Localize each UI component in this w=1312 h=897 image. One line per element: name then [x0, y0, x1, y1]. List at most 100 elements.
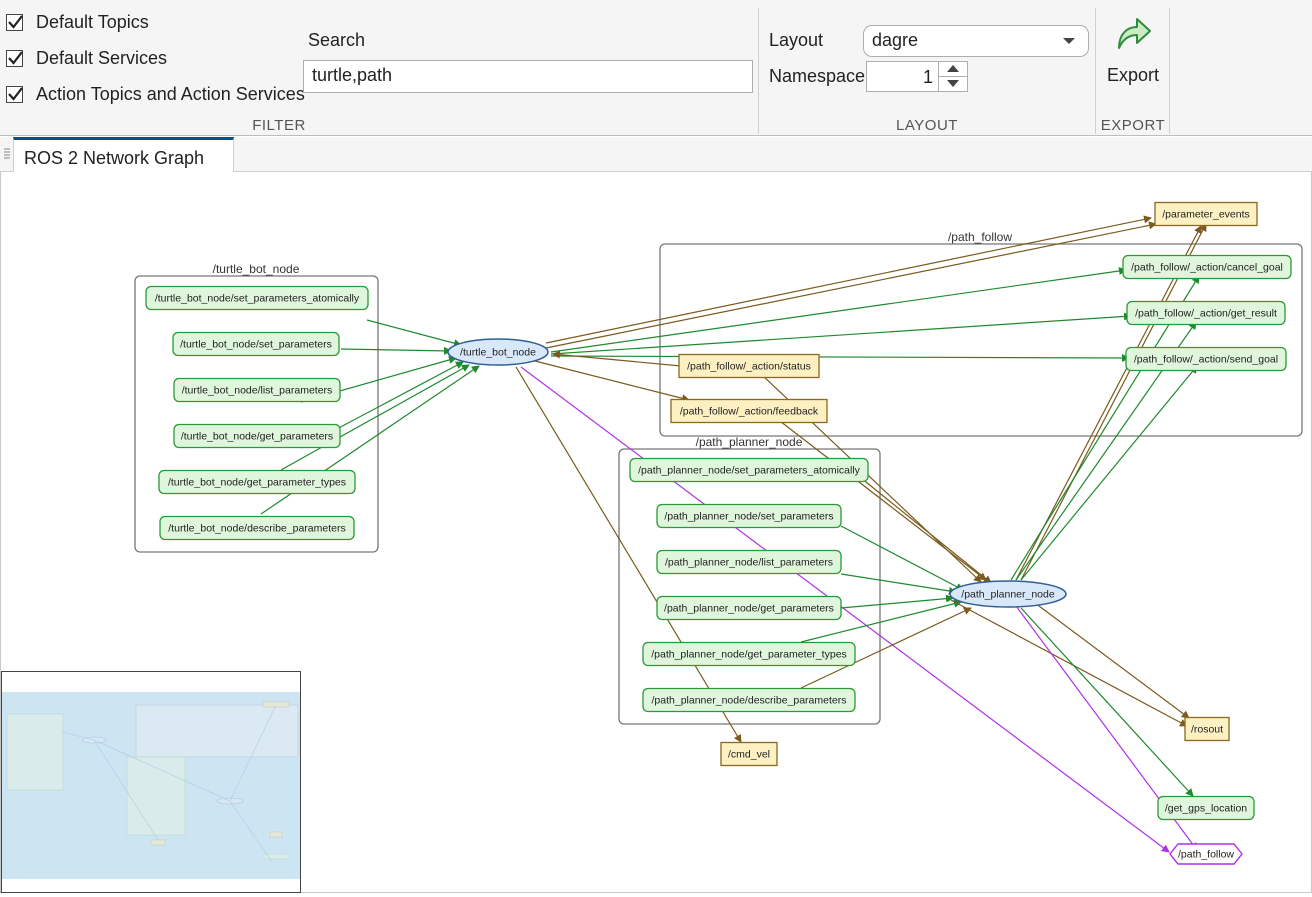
service-shape[interactable] [173, 377, 341, 403]
topic-shape[interactable] [1184, 716, 1230, 742]
graph-node-label: /turtle_bot_node [460, 347, 536, 359]
graph-node-topic[interactable]: /path_follow/_action/feedback [670, 398, 828, 424]
node-shape[interactable] [447, 338, 549, 366]
graph-node-label: /turtle_bot_node/get_parameters [181, 431, 333, 443]
graph-node-service[interactable]: /turtle_bot_node/get_parameter_types [158, 469, 356, 495]
service-shape[interactable] [172, 331, 340, 357]
spinner-up-button[interactable] [938, 62, 967, 77]
graph-node-service[interactable]: /path_planner_node/get_parameter_types [642, 641, 856, 667]
layout-dropdown[interactable]: dagre [863, 25, 1089, 57]
service-shape[interactable] [656, 503, 842, 529]
layout-section-label: LAYOUT [896, 117, 958, 134]
graph-node-service[interactable]: /turtle_bot_node/get_parameters [173, 423, 341, 449]
graph-node-service[interactable]: /turtle_bot_node/set_parameters [172, 331, 340, 357]
layout-label: Layout [769, 30, 824, 50]
graph-node-topic[interactable]: /rosout [1184, 716, 1230, 742]
graph-node-label: /path_planner_node/get_parameters [664, 603, 834, 615]
service-shape[interactable] [656, 595, 842, 621]
graph-node-service[interactable]: /path_follow/_action/send_goal [1125, 346, 1287, 372]
service-shape[interactable] [145, 285, 369, 311]
checkbox-checked-icon[interactable] [6, 50, 23, 67]
network-graph[interactable]: /turtle_bot_node /path_follow /path_plan… [1, 172, 1311, 892]
service-shape[interactable] [159, 515, 355, 541]
graph-node-label: /path_follow/_action/status [687, 361, 811, 373]
export-button-label: Export [1106, 65, 1160, 85]
spinner-down-button[interactable] [938, 77, 967, 91]
graph-node-service[interactable]: /path_follow/_action/cancel_goal [1122, 254, 1292, 280]
service-shape[interactable] [656, 549, 842, 575]
graph-edge [366, 319, 462, 348]
graph-node-service[interactable]: /turtle_bot_node/list_parameters [173, 377, 341, 403]
export-arrow-icon [1118, 18, 1151, 49]
graph-node-label: /path_planner_node/describe_parameters [652, 695, 847, 707]
service-shape[interactable] [158, 469, 356, 495]
action-topics-label: Action Topics and Action Services [36, 84, 305, 104]
graph-edge [1020, 223, 1207, 581]
topic-shape[interactable] [720, 741, 778, 767]
graph-node-node[interactable]: /path_planner_node [949, 580, 1067, 608]
graph-node-service[interactable]: /turtle_bot_node/describe_parameters [159, 515, 355, 541]
graph-node-label: /path_planner_node [961, 589, 1055, 601]
graph-node-topic[interactable]: /cmd_vel [720, 741, 778, 767]
service-shape[interactable] [642, 641, 856, 667]
graph-edge [840, 594, 954, 609]
minimap-overview[interactable] [2, 672, 300, 892]
default-topics-label: Default Topics [36, 12, 149, 32]
graph-node-service[interactable]: /path_planner_node/set_parameters_atomic… [629, 457, 869, 483]
topic-shape[interactable] [1154, 201, 1258, 227]
export-button[interactable]: Export [1100, 10, 1166, 88]
namespace-spinner[interactable]: 1 [866, 61, 968, 92]
graph-node-service[interactable]: /path_planner_node/set_parameters [656, 503, 842, 529]
graph-edge [950, 599, 1188, 727]
graph-edge [800, 599, 962, 643]
default-topics-checkbox[interactable]: Default Topics [6, 12, 149, 33]
service-shape[interactable] [642, 687, 856, 713]
node-shape[interactable] [949, 580, 1067, 608]
service-shape[interactable] [173, 423, 341, 449]
graph-edge [545, 215, 1152, 344]
service-shape[interactable] [629, 457, 869, 483]
graph-node-node[interactable]: /turtle_bot_node [447, 338, 549, 366]
graph-node-label: /rosout [1191, 724, 1223, 736]
topic-shape[interactable] [678, 353, 820, 379]
tab-ros2-network-graph[interactable]: ROS 2 Network Graph [13, 137, 234, 172]
graph-node-service[interactable]: /path_follow/_action/get_result [1126, 300, 1286, 326]
graph-canvas[interactable]: /turtle_bot_node /path_follow /path_plan… [0, 172, 1312, 893]
graph-node-topic[interactable]: /path_follow/_action/status [678, 353, 820, 379]
graph-node-service[interactable]: /path_planner_node/describe_parameters [642, 687, 856, 713]
graph-node-label: /path_planner_node/set_parameters [664, 511, 833, 523]
graph-edge [280, 364, 470, 471]
default-services-checkbox[interactable]: Default Services [6, 48, 167, 69]
graph-node-service[interactable]: /path_planner_node/get_parameters [656, 595, 842, 621]
graph-node-label: /path_follow/_action/get_result [1135, 308, 1277, 320]
action-shape[interactable] [1169, 843, 1243, 865]
topic-shape[interactable] [670, 398, 828, 424]
graph-node-service[interactable]: /path_planner_node/list_parameters [656, 549, 842, 575]
search-input-value: turtle,path [312, 65, 393, 85]
tab-grip-icon [4, 148, 10, 159]
graph-node-label: /path_follow/_action/cancel_goal [1131, 262, 1283, 274]
graph-node-service[interactable]: /turtle_bot_node/set_parameters_atomical… [145, 285, 369, 311]
graph-node-label: /path_planner_node/get_parameter_types [651, 649, 847, 661]
action-topics-checkbox[interactable]: Action Topics and Action Services [6, 84, 305, 105]
graph-node-label: /path_planner_node/set_parameters_atomic… [638, 465, 861, 477]
graph-node-action[interactable]: /path_follow [1169, 843, 1243, 865]
service-shape[interactable] [1125, 346, 1287, 372]
graph-node-service[interactable]: /get_gps_location [1157, 795, 1255, 821]
graph-edge [550, 312, 1132, 355]
graph-node-label: /get_gps_location [1165, 803, 1247, 815]
filter-section-label: FILTER [252, 117, 306, 134]
checkbox-checked-icon[interactable] [6, 86, 23, 103]
service-shape[interactable] [1126, 300, 1286, 326]
graph-node-topic[interactable]: /parameter_events [1154, 201, 1258, 227]
filter-section: Default Topics Default Services Action T… [0, 0, 758, 136]
service-shape[interactable] [1122, 254, 1292, 280]
service-shape[interactable] [1157, 795, 1255, 821]
minimap-thumbnail [6, 701, 299, 863]
checkbox-checked-icon[interactable] [6, 14, 23, 31]
namespace-label: Namespace [769, 66, 866, 86]
search-input[interactable]: turtle,path [303, 60, 753, 93]
minimap[interactable] [1, 671, 301, 893]
group-label-path-follow: /path_follow [948, 230, 1012, 244]
export-section: Export EXPORT [1096, 0, 1170, 136]
